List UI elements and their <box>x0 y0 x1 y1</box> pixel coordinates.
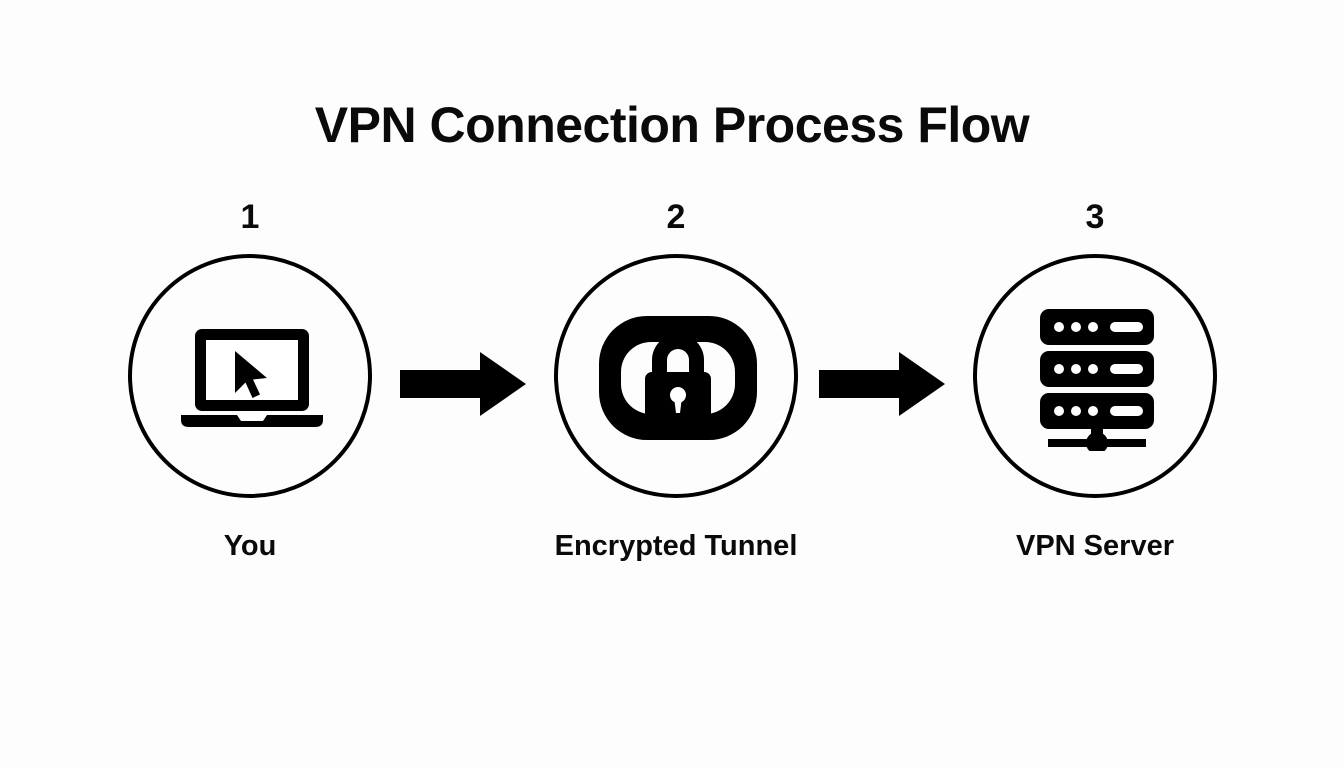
arrow-right-icon-1 <box>400 350 526 418</box>
step-number-3: 3 <box>1085 198 1105 236</box>
laptop-with-cursor-icon <box>130 256 374 500</box>
flow-step-vpn-server[interactable]: 3 <box>965 200 1225 590</box>
step-label-vpn-server: VPN Server <box>1016 530 1174 562</box>
step-number-1: 1 <box>240 198 260 236</box>
step-circle-3 <box>973 254 1217 498</box>
step-circle-2 <box>554 254 798 498</box>
tunnel-with-padlock-icon <box>556 256 800 500</box>
step-label-you: You <box>223 530 277 562</box>
flow-step-encrypted-tunnel[interactable]: 2 Encrypted Tunnel <box>546 200 806 590</box>
step-number-2: 2 <box>666 198 686 236</box>
arrow-right-icon-2 <box>819 350 945 418</box>
step-circle-1 <box>128 254 372 498</box>
server-rack-icon <box>975 256 1219 500</box>
flow-step-you[interactable]: 1 You <box>120 200 380 590</box>
step-label-encrypted-tunnel: Encrypted Tunnel <box>554 530 798 562</box>
page-title: VPN Connection Process Flow <box>314 97 1030 153</box>
